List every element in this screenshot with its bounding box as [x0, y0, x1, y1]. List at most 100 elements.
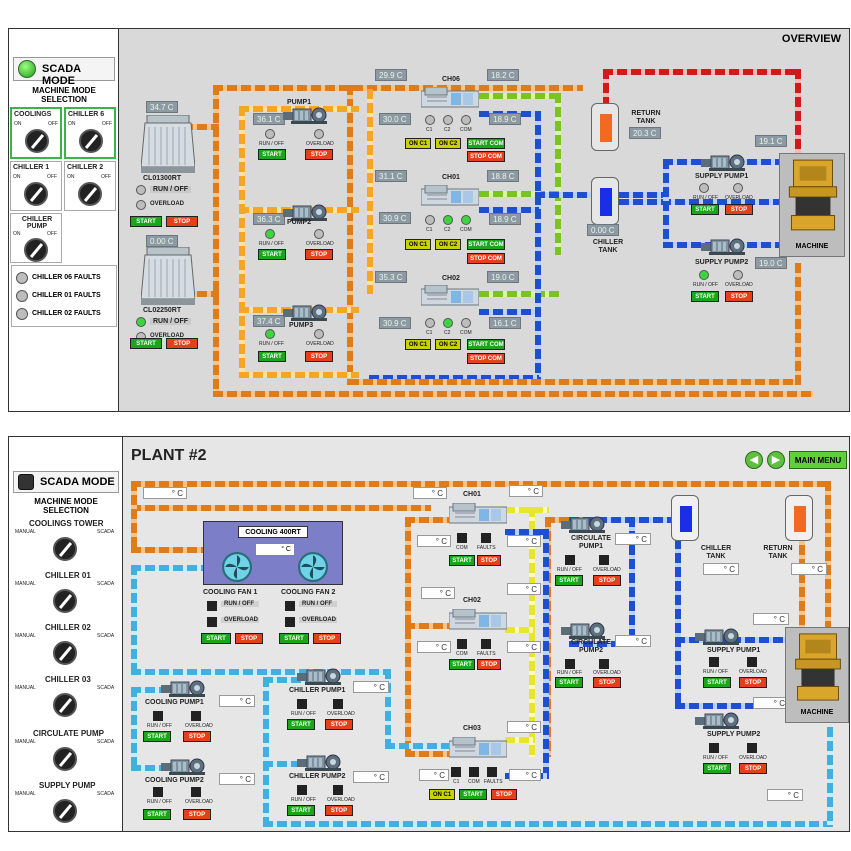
pipe [263, 677, 323, 683]
selector-knob-icon[interactable] [24, 238, 48, 262]
selector-chiller-01[interactable]: CHILLER 01 MANUAL SCADA [11, 569, 121, 619]
selector-circulate-pump[interactable]: CIRCULATE PUMP MANUAL SCADA [11, 727, 121, 777]
selector-coolings[interactable]: COOLINGS ON OFF [10, 107, 62, 159]
scada-mode-indicator[interactable]: SCADA MODE [13, 471, 119, 493]
circulate-pump1-start-button[interactable]: START [555, 575, 583, 586]
fault-light-icon [16, 290, 28, 302]
p-supply-pump2-start-button[interactable]: START [703, 763, 731, 774]
pump1-stop-button[interactable]: STOP [305, 149, 333, 160]
selector-chiller-03[interactable]: CHILLER 03 MANUAL SCADA [11, 673, 121, 723]
ch06-start-com-button[interactable]: START COM [467, 138, 505, 149]
cooling-pump1-start-button[interactable]: START [143, 731, 171, 742]
pump-icon [283, 304, 328, 321]
circulate-pump2-start-button[interactable]: START [555, 677, 583, 688]
selector-chiller-2[interactable]: CHILLER 2 ON OFF [64, 161, 116, 211]
p-ch02-stop-button[interactable]: STOP [477, 659, 501, 670]
p-ch02-out-temp: ° C [507, 641, 541, 653]
chiller-icon [421, 185, 479, 206]
cooling-pump1-stop-button[interactable]: STOP [183, 731, 211, 742]
selector-knob-icon[interactable] [53, 799, 77, 823]
tower-1-overload-light [136, 200, 146, 210]
nav-forward-arrow-icon[interactable]: ▶ [767, 451, 785, 469]
chiller-pump1-stop-button[interactable]: STOP [325, 719, 353, 730]
ch02-stop-com-button[interactable]: STOP COM [467, 353, 505, 364]
tower-2-run-label: RUN / OFF [150, 318, 191, 325]
fan-icon [298, 552, 328, 582]
p-ch01-faults-light-icon [481, 533, 491, 543]
ch01-stop-com-button[interactable]: STOP COM [467, 253, 505, 264]
p-ch01-stop-button[interactable]: STOP [477, 555, 501, 566]
p-ch03-stop-button[interactable]: STOP [491, 789, 517, 800]
tower-2-temp: 0.00 C [146, 235, 178, 247]
cooling-pump2-start-button[interactable]: START [143, 809, 171, 820]
ch01-start-com-button[interactable]: START COM [467, 239, 505, 250]
bottom-return-temp: ° C [767, 789, 803, 801]
chiller-pump1-start-button[interactable]: START [287, 719, 315, 730]
fan1-stop-button[interactable]: STOP [235, 633, 263, 644]
selector-knob-icon[interactable] [53, 641, 77, 665]
cooling-pump2-stop-button[interactable]: STOP [183, 809, 211, 820]
p-ch02-start-button[interactable]: START [449, 659, 475, 670]
p-ch03-on-c1-button[interactable]: ON C1 [429, 789, 455, 800]
selector-knob-icon[interactable] [78, 182, 102, 206]
pipe [675, 703, 785, 709]
tower-1-start-button[interactable]: START [130, 216, 162, 227]
scada-mode-indicator[interactable]: SCADA MODE [13, 57, 115, 87]
tower-2-start-button[interactable]: START [130, 338, 162, 349]
selector-knob-icon[interactable] [53, 747, 77, 771]
p-supply-pump1-stop-button[interactable]: STOP [739, 677, 767, 688]
ch06-on-c2-button[interactable]: ON C2 [435, 138, 461, 149]
selector-chiller-pump[interactable]: CHILLER PUMP ON OFF [10, 213, 62, 263]
supply-pump1-stop-button[interactable]: STOP [725, 204, 753, 215]
ch02-c2-light [443, 318, 453, 328]
selector-knob-icon[interactable] [79, 129, 103, 153]
supply-pump2-stop-button[interactable]: STOP [725, 291, 753, 302]
main-menu-button[interactable]: MAIN MENU [789, 451, 847, 469]
ch06-on-c1-button[interactable]: ON C1 [405, 138, 431, 149]
ch01-on-c2-button[interactable]: ON C2 [435, 239, 461, 250]
tower-1-stop-button[interactable]: STOP [166, 216, 198, 227]
selector-chiller-6[interactable]: CHILLER 6 ON OFF [64, 107, 116, 159]
pump2-stop-button[interactable]: STOP [305, 249, 333, 260]
pump3-stop-button[interactable]: STOP [305, 351, 333, 362]
pipe [405, 751, 455, 757]
pump1-temp: 36.1 C [253, 113, 285, 125]
selector-knob-icon[interactable] [25, 129, 49, 153]
ch01-in-temp: 30.9 C [379, 212, 411, 224]
fan2-stop-button[interactable]: STOP [313, 633, 341, 644]
ch02-on-c2-button[interactable]: ON C2 [435, 339, 461, 350]
fan1-start-button[interactable]: START [201, 633, 231, 644]
selector-supply-pump[interactable]: SUPPLY PUMP MANUAL SCADA [11, 779, 121, 831]
selector-chiller-02[interactable]: CHILLER 02 MANUAL SCADA [11, 621, 121, 671]
ch01-on-c1-button[interactable]: ON C1 [405, 239, 431, 250]
supply-pump2-start-button[interactable]: START [691, 291, 719, 302]
cooling-tower-icon [141, 247, 195, 305]
p-supply-pump1-start-button[interactable]: START [703, 677, 731, 688]
selector-knob-icon[interactable] [53, 537, 77, 561]
selector-knob-icon[interactable] [53, 693, 77, 717]
fan2-start-button[interactable]: START [279, 633, 309, 644]
cooling-tower-icon [141, 115, 195, 173]
ch02-start-com-button[interactable]: START COM [467, 339, 505, 350]
selector-knob-icon[interactable] [24, 182, 48, 206]
circulate-pump2-stop-button[interactable]: STOP [593, 677, 621, 688]
ch02-on-c1-button[interactable]: ON C1 [405, 339, 431, 350]
selector-coolings-tower[interactable]: COOLINGS TOWER MANUAL SCADA [11, 517, 121, 567]
p-supply-pump2-stop-button[interactable]: STOP [739, 763, 767, 774]
pump3-start-button[interactable]: START [258, 351, 286, 362]
pump2-start-button[interactable]: START [258, 249, 286, 260]
circulate-pump1-stop-button[interactable]: STOP [593, 575, 621, 586]
supply-pump1-start-button[interactable]: START [691, 204, 719, 215]
selector-chiller-1[interactable]: CHILLER 1 ON OFF [10, 161, 62, 211]
chiller-pump2-start-button[interactable]: START [287, 805, 315, 816]
pump-icon [561, 516, 606, 533]
tower-1-temp: 34.7 C [146, 101, 178, 113]
selector-knob-icon[interactable] [53, 589, 77, 613]
p-ch03-start-button[interactable]: START [459, 789, 487, 800]
tower-2-stop-button[interactable]: STOP [166, 338, 198, 349]
nav-back-arrow-icon[interactable]: ◀ [745, 451, 763, 469]
pump1-start-button[interactable]: START [258, 149, 286, 160]
p-ch01-start-button[interactable]: START [449, 555, 475, 566]
chiller-pump2-stop-button[interactable]: STOP [325, 805, 353, 816]
ch06-stop-com-button[interactable]: STOP COM [467, 151, 505, 162]
